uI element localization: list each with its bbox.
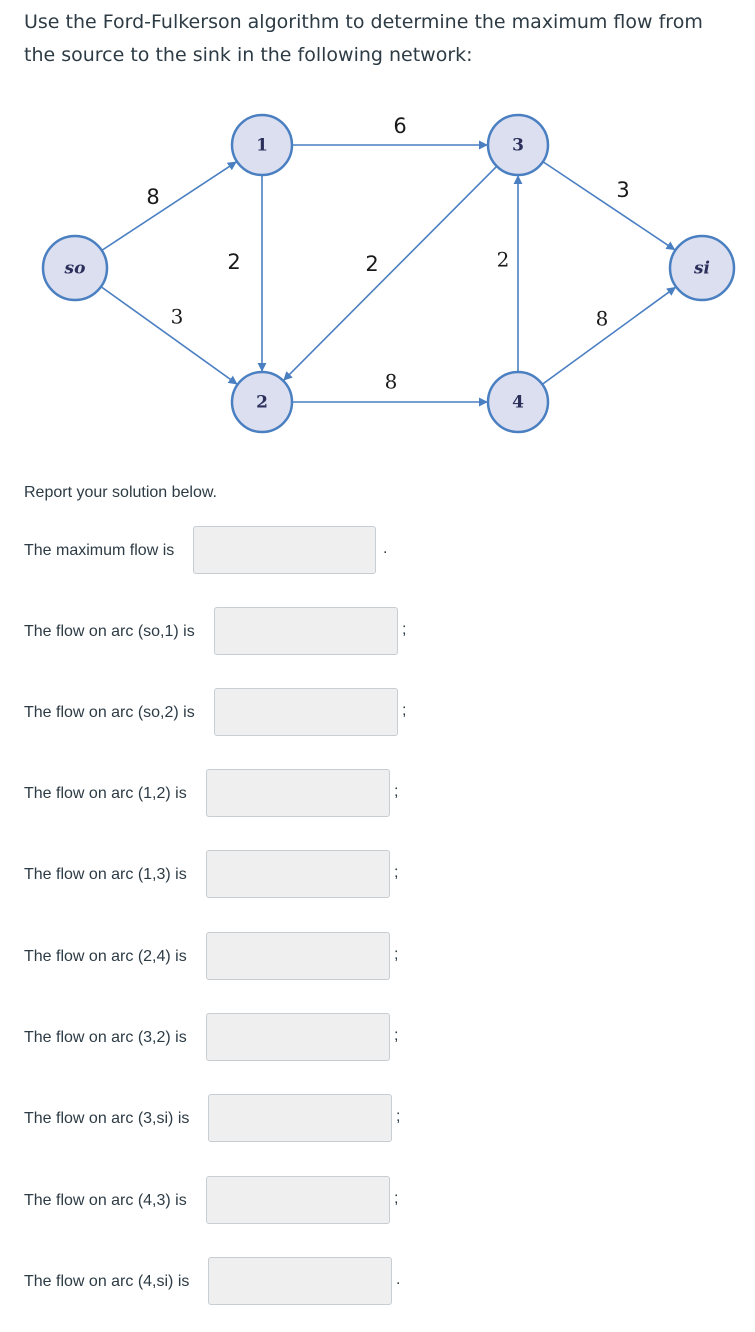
edge-so-1 [102,161,237,251]
node-label: 2 [256,393,268,413]
node-4 [486,370,550,434]
answer-input[interactable] [214,688,398,736]
question-text: Use the Ford-Fulkerson algorithm to dete… [24,11,703,66]
answer-punctuation: . [396,1271,401,1288]
answer-punctuation: ; [394,1190,399,1207]
node-label: so [64,259,86,279]
answer-punctuation: ; [394,1027,399,1044]
answer-input[interactable] [206,769,390,817]
capacity-label: 8 [146,185,159,209]
edge-3-si [543,161,676,251]
answer-label: The flow on arc (2,4) is [24,948,187,965]
answer-label: The flow on arc (4,si) is [24,1273,190,1290]
node-3 [486,113,550,177]
capacity-label: 3 [616,178,629,202]
node-label: 3 [512,136,524,156]
answer-punctuation: ; [402,621,407,638]
capacity-label: 2 [497,248,510,272]
network-diagram: 8 3 2 6 2 8 2 3 8 so 1 2 3 4 si [41,113,736,434]
report-instruction: Report your solution below. [24,484,217,501]
answer-label: The flow on arc (1,3) is [24,866,187,883]
node-si [668,234,736,302]
answer-input[interactable] [193,526,376,574]
node-label: 4 [512,393,524,413]
answer-punctuation: ; [394,946,399,963]
edge-4-si [542,286,677,385]
node-label: si [693,259,710,279]
node-1 [230,113,294,177]
answer-input[interactable] [208,1257,392,1305]
answer-label: The flow on arc (3,2) is [24,1029,187,1046]
answer-punctuation: . [383,540,388,557]
node-so [41,234,109,302]
capacity-label: 6 [393,114,406,138]
answer-punctuation: ; [394,783,399,800]
answer-input[interactable] [206,1176,390,1224]
answer-input[interactable] [206,1013,390,1061]
answer-input[interactable] [206,850,390,898]
answer-label: The flow on arc (3,si) is [24,1110,190,1127]
answer-label: The flow on arc (so,2) is [24,704,195,721]
edge-so-2 [101,286,238,385]
capacity-label: 2 [227,250,240,274]
answer-input[interactable] [208,1094,392,1142]
capacity-label: 8 [596,307,609,331]
answer-punctuation: ; [402,702,407,719]
capacity-label: 3 [171,305,184,329]
answer-label: The flow on arc (4,3) is [24,1192,187,1209]
capacity-label: 8 [385,370,398,394]
answer-input[interactable] [206,932,390,980]
node-2 [230,370,294,434]
node-label: 1 [256,136,268,156]
answer-label: The flow on arc (so,1) is [24,623,195,640]
answer-label: The flow on arc (1,2) is [24,785,187,802]
answer-label: The maximum flow is [24,542,175,559]
edge-3-2 [283,166,497,381]
answer-punctuation: ; [394,864,399,881]
capacity-label: 2 [365,252,378,276]
answer-input[interactable] [214,607,398,655]
answer-punctuation: ; [396,1108,401,1125]
